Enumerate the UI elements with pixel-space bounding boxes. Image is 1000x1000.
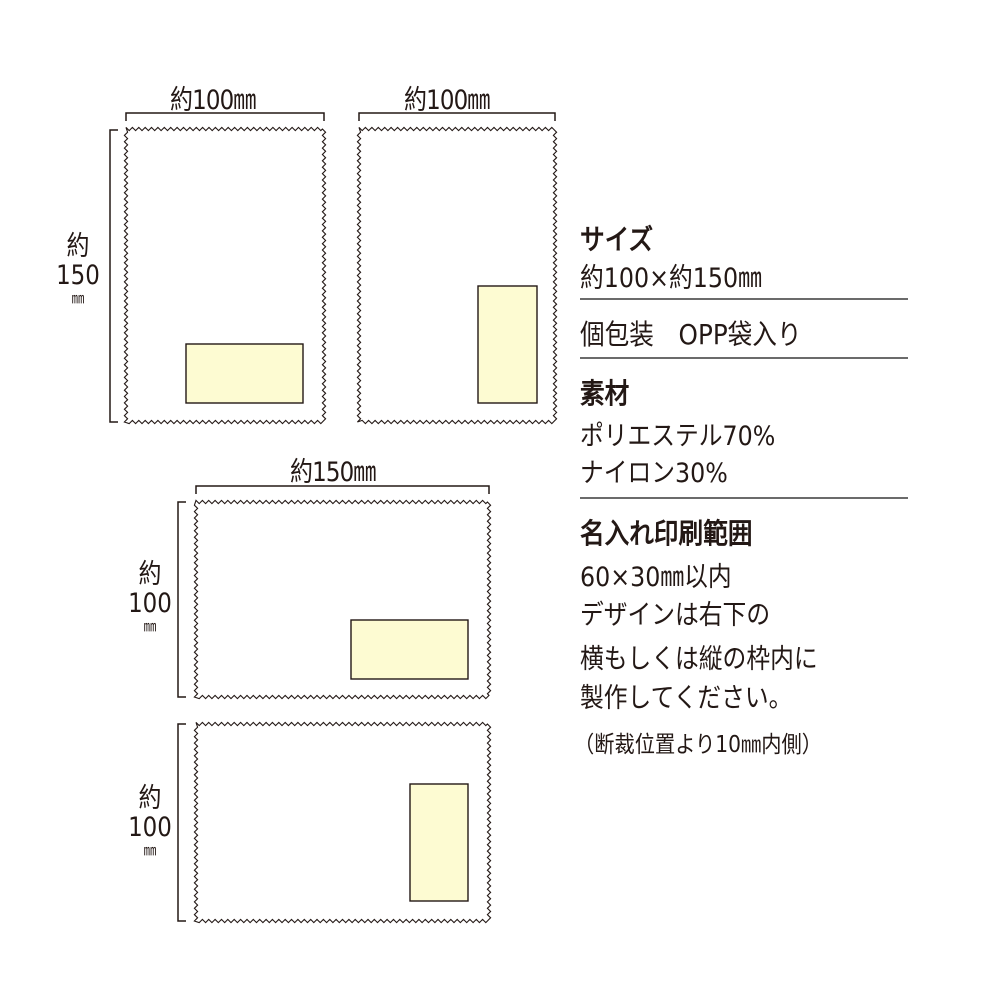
print-heading: 名入れ印刷範囲: [580, 517, 753, 550]
material-heading: 素材: [580, 377, 630, 410]
print-line: 60×30㎜以内: [580, 562, 732, 593]
cloth2-width-label: 約100㎜: [404, 85, 490, 116]
print-line: デザインは右下の: [580, 600, 771, 631]
dimension-bracket: [125, 112, 325, 121]
print-area: [350, 619, 469, 680]
dimension-bracket: [177, 723, 186, 922]
print-area: [477, 285, 538, 404]
dimension-bracket: [195, 485, 490, 494]
print-line: 製作してください。: [580, 683, 793, 714]
cloth4-height-label: 約 100 ㎜: [125, 784, 176, 858]
height-value: 100: [128, 812, 172, 843]
cloth-portrait-horizontal-area: [123, 126, 327, 425]
print-note: （断裁位置より10㎜内側）: [574, 732, 822, 758]
height-value: 100: [128, 588, 172, 619]
cloth3-width-label: 約150㎜: [290, 457, 376, 488]
unit: ㎜: [71, 289, 85, 307]
dimension-bracket: [358, 112, 556, 121]
dimension-bracket: [109, 129, 118, 423]
material-line: ポリエステル70%: [580, 421, 776, 452]
packaging-text: 個包装 OPP袋入り: [580, 318, 802, 351]
cloth1-width-label: 約100㎜: [170, 85, 256, 116]
cloth-portrait-vertical-area: [356, 126, 558, 425]
divider: [580, 497, 908, 499]
unit: ㎜: [143, 617, 157, 635]
approx-text: 約: [138, 559, 162, 590]
cloth1-height-label: 約 150 ㎜: [53, 232, 104, 306]
print-line: 横もしくは縦の枠内に: [580, 644, 818, 675]
cloth3-height-label: 約 100 ㎜: [125, 560, 176, 634]
print-area: [185, 343, 304, 404]
cloth-landscape-vertical-area: [193, 721, 492, 924]
size-heading: サイズ: [580, 223, 654, 256]
approx-text: 約: [138, 783, 162, 814]
approx-text: 約: [66, 231, 90, 262]
material-line: ナイロン30%: [580, 458, 728, 489]
dimension-bracket: [177, 501, 186, 698]
size-value: 約100×約150㎜: [580, 263, 762, 294]
cloth-landscape-horizontal-area: [193, 499, 492, 700]
height-value: 150: [56, 260, 100, 291]
divider: [580, 357, 908, 359]
unit: ㎜: [143, 841, 157, 859]
print-area: [409, 783, 469, 902]
divider: [580, 298, 908, 300]
